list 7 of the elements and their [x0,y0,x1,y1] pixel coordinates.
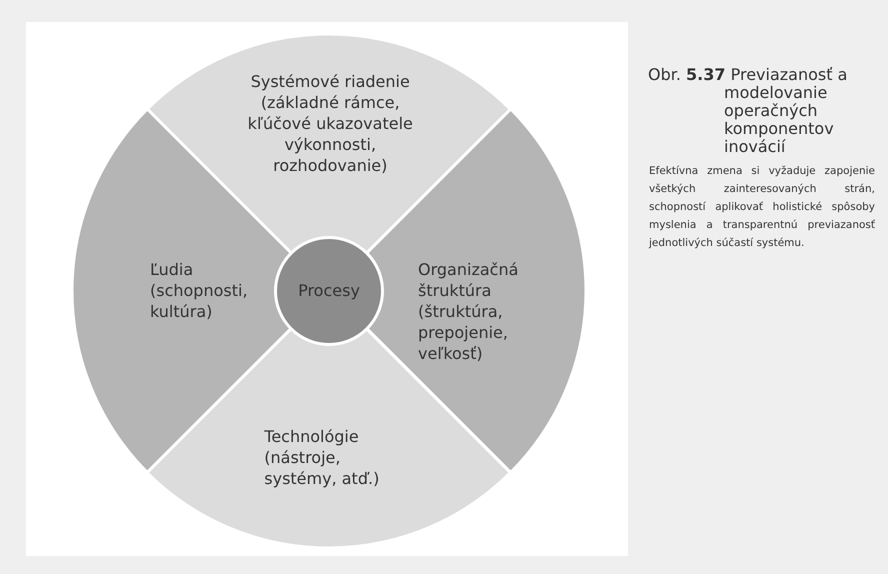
segment-label: Procesy [297,280,361,301]
segment-label: Organizačná štruktúra (štruktúra, prepojenie, veľkosť) [418,259,520,364]
figure-caption: Efektívna zmena si vyžaduje zapojenie všetkých zainteresovaných strán, schopností aplikovať holistické spôsoby myslenia a transparentnú previazanosť jednotlivých súčastí systému. [649,164,875,251]
segment-label: Systémové riadenie (základné rámce, kľúčové ukazovatele výkonnosti, rozhodovanie) [246,71,414,176]
segment-label: Ľudia (schopnosti, kultúra) [150,259,249,322]
figure-title: Obr. 5.37 Previazanosť a modelovanie operačných komponentov inovácií [648,66,848,156]
segment-label: Technológie (nástroje, systémy, atď.) [264,426,380,489]
